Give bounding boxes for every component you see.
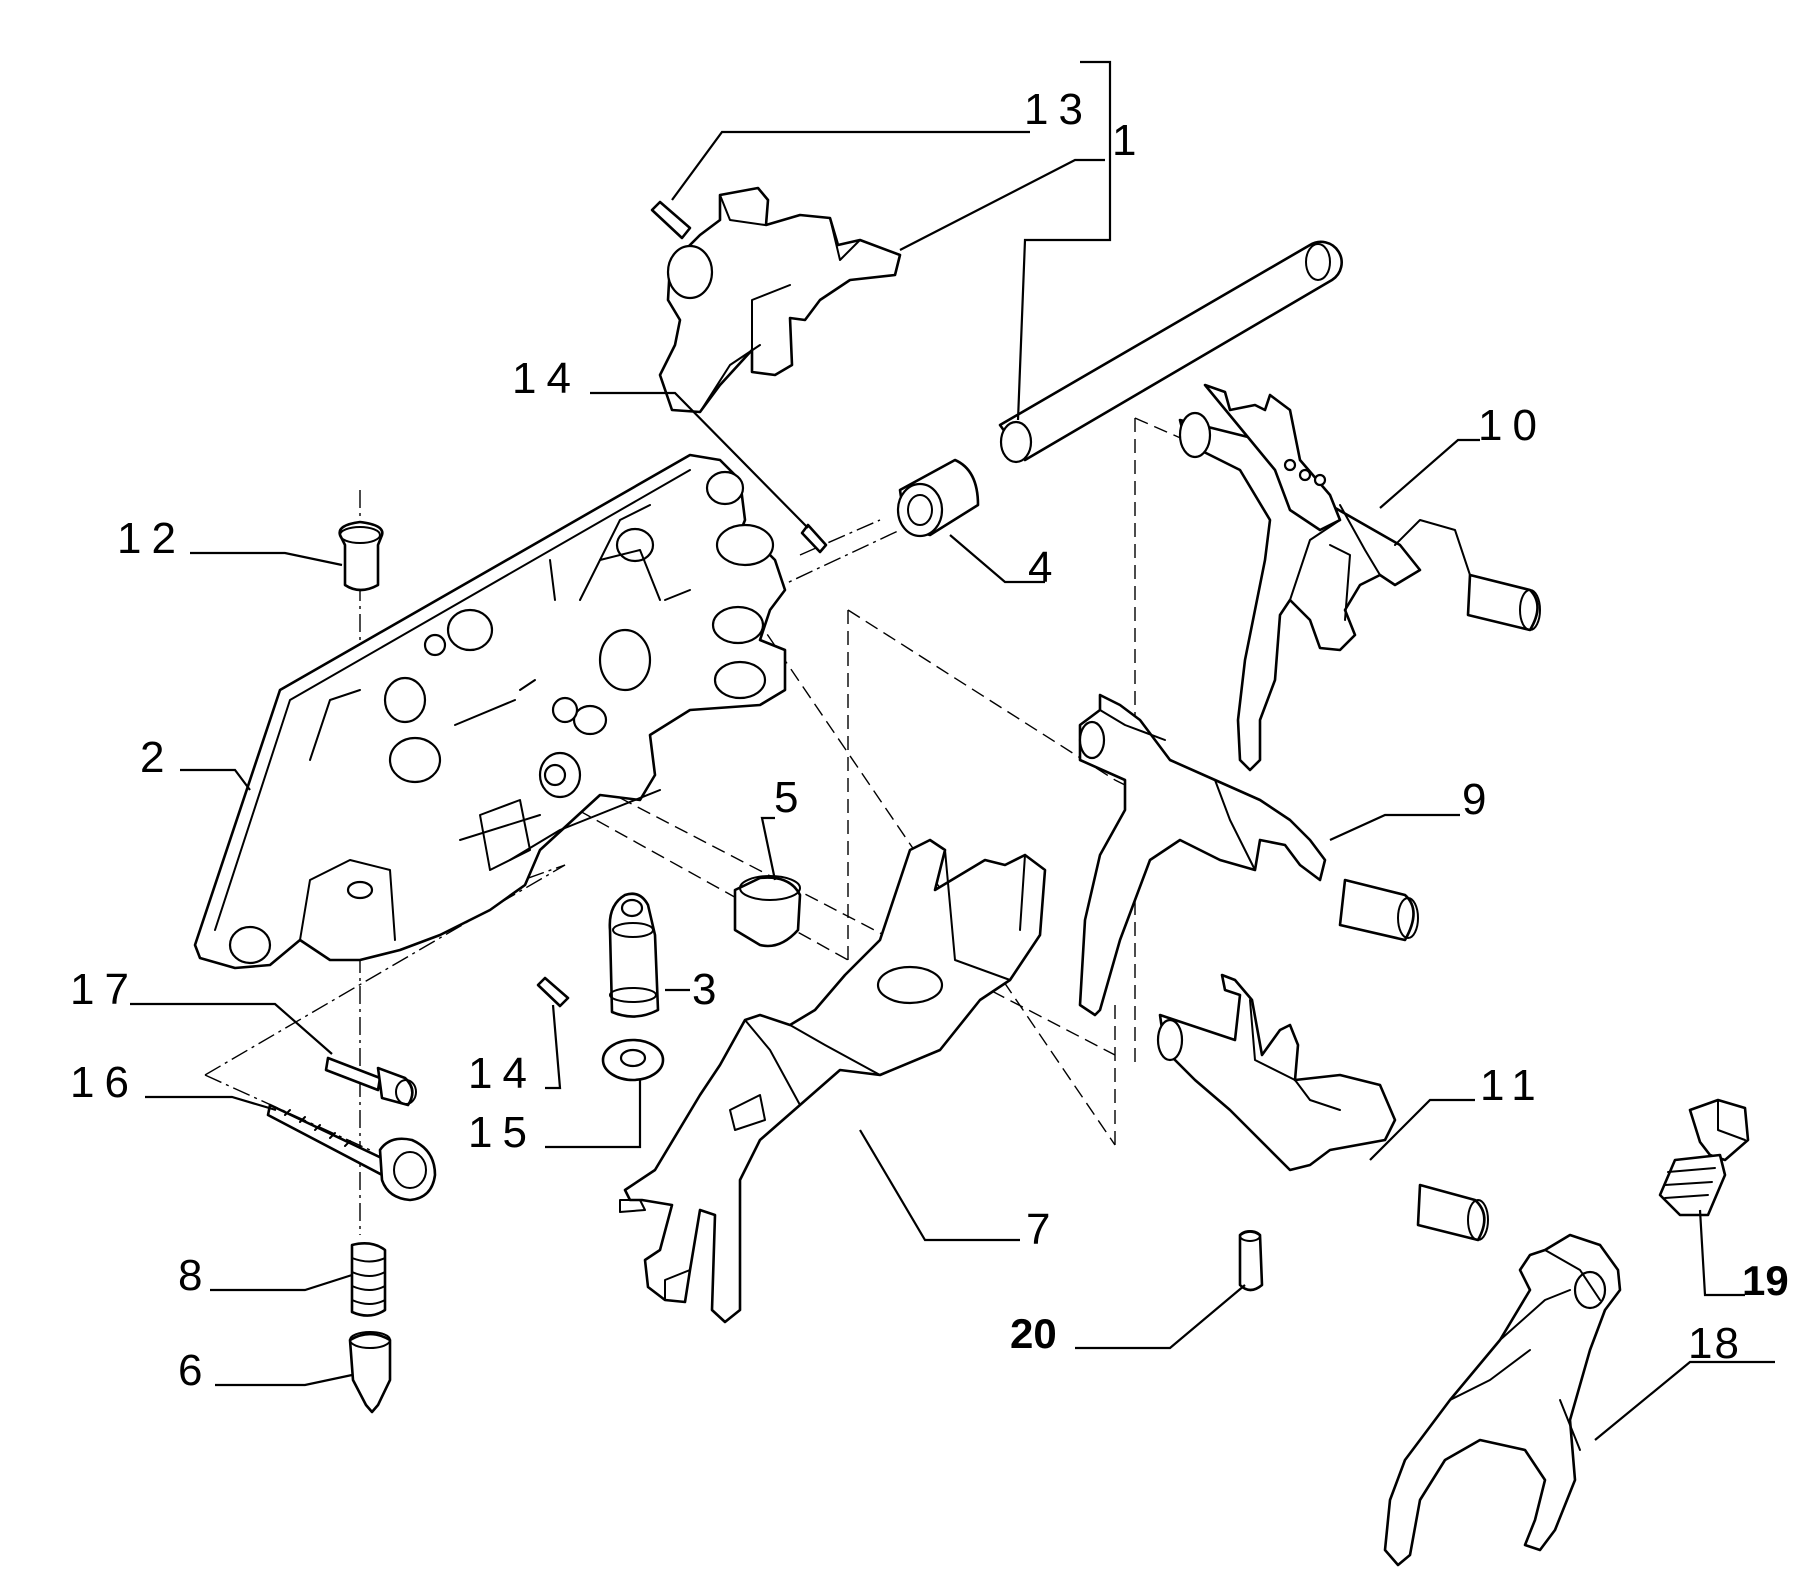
label-14-upper: 14 (512, 354, 581, 403)
part-9-fork (1078, 693, 1419, 1017)
part-10-fork (1178, 383, 1541, 772)
part-3-plunger (608, 892, 660, 1018)
part-17-bolt (324, 1056, 417, 1107)
label-8: 8 (178, 1251, 212, 1300)
label-12: 12 (117, 514, 186, 563)
part-11-fork (1156, 973, 1489, 1242)
label-11: 11 (1480, 1061, 1546, 1110)
part-1-shaft (998, 240, 1343, 464)
label-7: 7 (1026, 1205, 1060, 1254)
label-17: 17 (70, 965, 139, 1014)
leader-lines (130, 60, 1775, 1441)
part-14-lower-pin (536, 976, 570, 1008)
part-8-spring (350, 1242, 387, 1317)
label-14-lower: 14 (468, 1049, 537, 1098)
part-2-housing (193, 453, 787, 970)
part-13-pin (650, 200, 692, 240)
label-20: 20 (1010, 1310, 1057, 1357)
label-6: 6 (178, 1346, 212, 1395)
label-5: 5 (774, 773, 808, 822)
part-7-fork (619, 838, 1047, 1324)
label-10: 10 (1478, 401, 1547, 450)
part-15-washer (601, 1038, 665, 1082)
part-20-pin (1238, 1230, 1264, 1292)
part-labels: 13 1 14 10 12 4 2 5 9 3 17 14 16 15 11 7… (70, 85, 1789, 1395)
label-9: 9 (1462, 775, 1496, 824)
part-1-selector-lever (658, 186, 902, 414)
label-16: 16 (70, 1058, 139, 1107)
part-18-fork (1383, 1233, 1622, 1567)
label-18: 18 (1688, 1319, 1741, 1368)
part-14-upper-pin (800, 523, 828, 554)
label-19: 19 (1742, 1257, 1789, 1304)
label-13: 13 (1024, 85, 1093, 134)
part-19-bolt (1658, 1098, 1750, 1217)
label-3: 3 (692, 965, 726, 1014)
part-12-cap (338, 520, 384, 592)
label-4: 4 (1028, 543, 1062, 592)
label-2: 2 (140, 733, 174, 782)
label-1: 1 (1112, 116, 1146, 165)
part-5-bush (733, 875, 802, 948)
part-6-cone-pin (348, 1331, 392, 1414)
part-16-bolt (266, 1103, 437, 1202)
part-4-bush (896, 458, 980, 538)
label-15: 15 (468, 1108, 537, 1157)
